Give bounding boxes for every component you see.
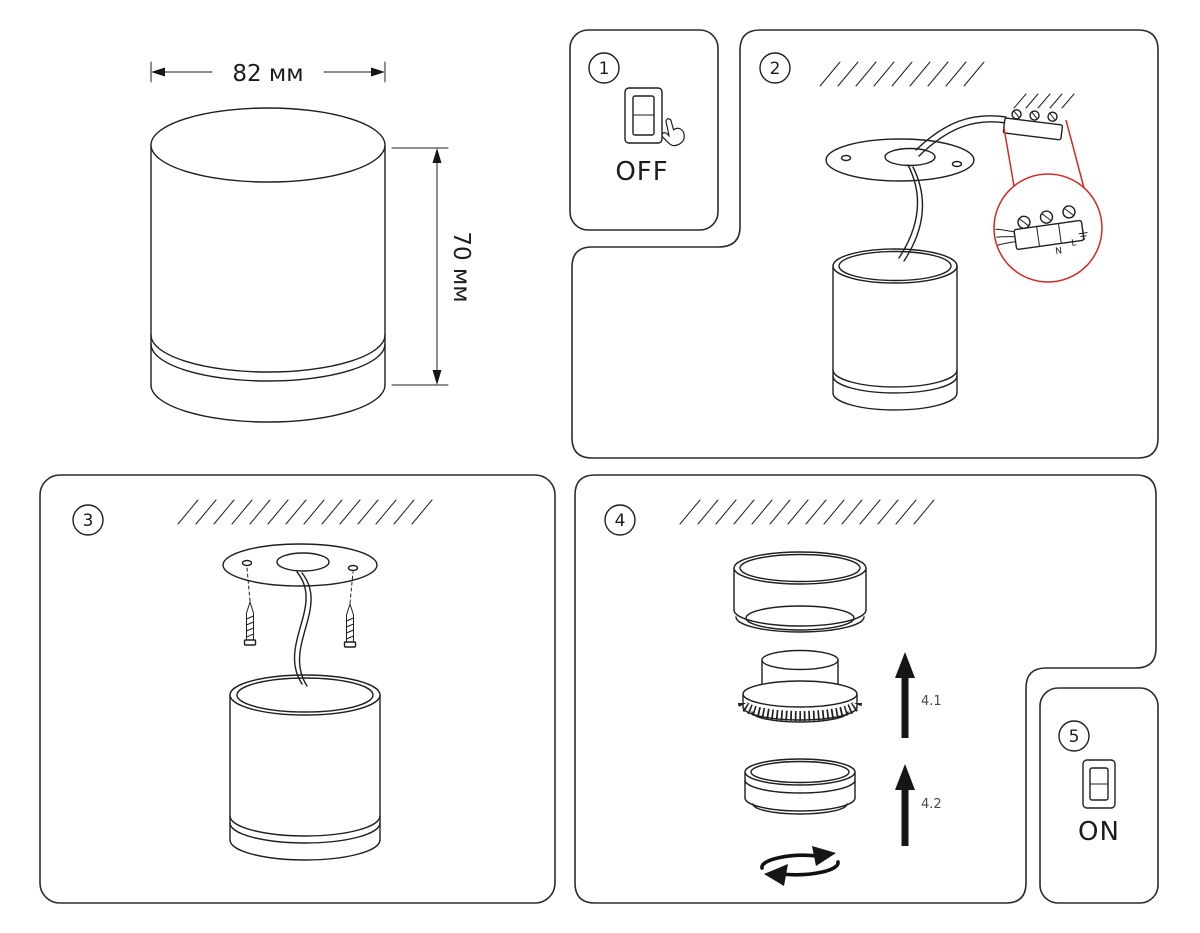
- ceiling-plate: [825, 138, 975, 182]
- height-label: 70 мм: [448, 231, 474, 302]
- width-dimension: 82 мм: [150, 61, 386, 87]
- step-2-panel: 2 N: [571, 29, 1159, 459]
- step-1-number: 1: [599, 59, 610, 79]
- lamp-cable: [898, 164, 924, 262]
- diffuser: [744, 758, 856, 815]
- step-3-badge: [72, 504, 104, 536]
- on-label: ON: [1078, 817, 1120, 847]
- terminal-block-icon: [1002, 109, 1064, 141]
- screw-hole: [951, 160, 963, 168]
- step-2-badge: [759, 52, 791, 84]
- cable-hole: [884, 147, 936, 167]
- step-4-number: 4: [615, 511, 626, 531]
- step-4-panel: 4: [574, 474, 1157, 904]
- screw-hole: [840, 154, 852, 162]
- step-5-badge: [1058, 720, 1090, 752]
- rotate-arrows-icon: [760, 846, 840, 886]
- terminal-hatch: [1013, 93, 1075, 109]
- hand-cursor-icon: [661, 118, 685, 147]
- detail-wires: [995, 228, 1017, 246]
- arrowhead-up: [432, 148, 442, 163]
- assembly-arrow-4-1: 4.1: [895, 652, 942, 738]
- lamp-body: [229, 674, 381, 861]
- screw-hole: [347, 564, 359, 572]
- power-cable: [915, 115, 1007, 157]
- trim-ring-line: [150, 334, 386, 373]
- terminal-n-label: N: [1055, 246, 1063, 257]
- trim-ring-line: [150, 343, 386, 382]
- cylinder-bottom: [150, 384, 386, 423]
- step-4-badge: [604, 504, 636, 536]
- dimension-drawing: 82 мм 70 мм: [150, 61, 474, 423]
- screw-icon: [343, 571, 357, 648]
- arrowhead-right: [371, 67, 385, 77]
- ground-symbol-icon: [1078, 227, 1088, 240]
- width-label: 82 мм: [232, 61, 303, 87]
- arrow-4-1-label: 4.1: [921, 694, 942, 709]
- knurled-ring: [738, 701, 862, 721]
- extension-lines: [391, 147, 449, 386]
- step-5-panel: 5 ON: [1039, 687, 1159, 904]
- step-3-panel: 3: [39, 474, 556, 904]
- step-2-number: 2: [770, 59, 781, 79]
- ceiling-hatch: [679, 499, 935, 525]
- step-5-number: 5: [1069, 727, 1080, 747]
- assembly-arrow-4-2: 4.2: [895, 764, 942, 846]
- wiring-detail-circle: [993, 173, 1103, 283]
- lamp-body: [832, 248, 958, 411]
- detail-leader-lines: [1003, 119, 1085, 189]
- ceiling-plate: [222, 543, 378, 587]
- lamp-housing: [733, 551, 867, 633]
- power-switch-on-icon: [1082, 759, 1116, 809]
- step-1-badge: [588, 52, 620, 84]
- power-switch-off-icon: [624, 87, 663, 144]
- cable-hole: [276, 552, 330, 572]
- arrow-4-2-label: 4.2: [921, 797, 942, 812]
- step-3-number: 3: [83, 511, 94, 531]
- lamp-module: [738, 649, 862, 723]
- step-1-panel: 1 OFF: [569, 29, 719, 231]
- arrowhead-left: [151, 67, 165, 77]
- height-dimension: 70 мм: [391, 147, 474, 386]
- screw-hole: [241, 559, 253, 567]
- panel-border: [571, 29, 1159, 459]
- panel-border: [574, 474, 1157, 904]
- terminal-l-label: L: [1071, 238, 1077, 249]
- wiring-detail: N L: [995, 205, 1088, 257]
- off-label: OFF: [615, 157, 668, 187]
- lamp-cable: [293, 571, 312, 687]
- ceiling-hatch: [819, 61, 985, 87]
- screw-icon: [243, 567, 257, 646]
- arrowhead-down: [432, 370, 442, 385]
- cylinder-top: [150, 107, 386, 183]
- ceiling-hatch: [177, 499, 433, 525]
